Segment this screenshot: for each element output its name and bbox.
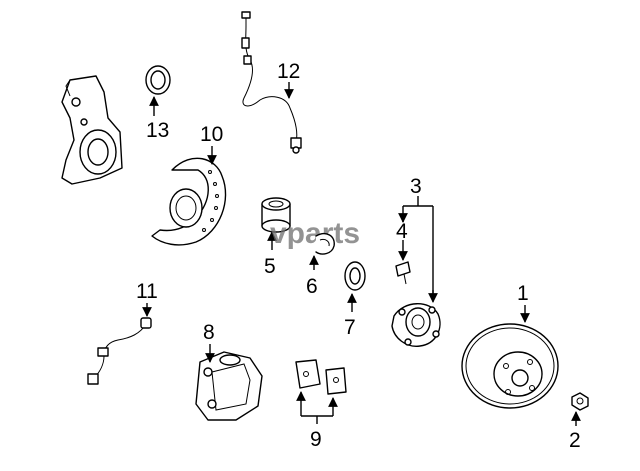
seal-ring: [145, 65, 171, 95]
snap-ring: [315, 232, 335, 255]
brake-caliper: [195, 351, 263, 421]
callout-4: 4: [396, 220, 408, 243]
wheel-hub: [391, 303, 441, 347]
callout-9: 9: [310, 428, 322, 451]
callout-8: 8: [203, 321, 215, 344]
callout-1: 1: [517, 282, 529, 305]
hub-seal: [344, 261, 366, 291]
callout-7: 7: [344, 316, 356, 339]
callout-12: 12: [277, 60, 300, 83]
callout-10: 10: [200, 123, 223, 146]
hub-nut: [571, 392, 589, 411]
watermark: vparts: [270, 217, 360, 250]
callout-3: 3: [410, 175, 422, 198]
splash-shield: [151, 157, 227, 246]
steering-knuckle: [61, 75, 123, 185]
callout-6: 6: [306, 275, 318, 298]
callout-2: 2: [569, 429, 581, 452]
leader-9: [301, 415, 333, 424]
brake-hose: [87, 317, 152, 385]
leader-3: [402, 196, 434, 296]
abs-sensor-wire: [241, 11, 302, 154]
callout-11: 11: [136, 280, 158, 303]
brake-pads: [295, 359, 347, 395]
hub-bolt: [395, 261, 411, 285]
callout-13: 13: [146, 119, 169, 142]
callout-5: 5: [264, 255, 276, 278]
brake-rotor: [461, 323, 559, 409]
